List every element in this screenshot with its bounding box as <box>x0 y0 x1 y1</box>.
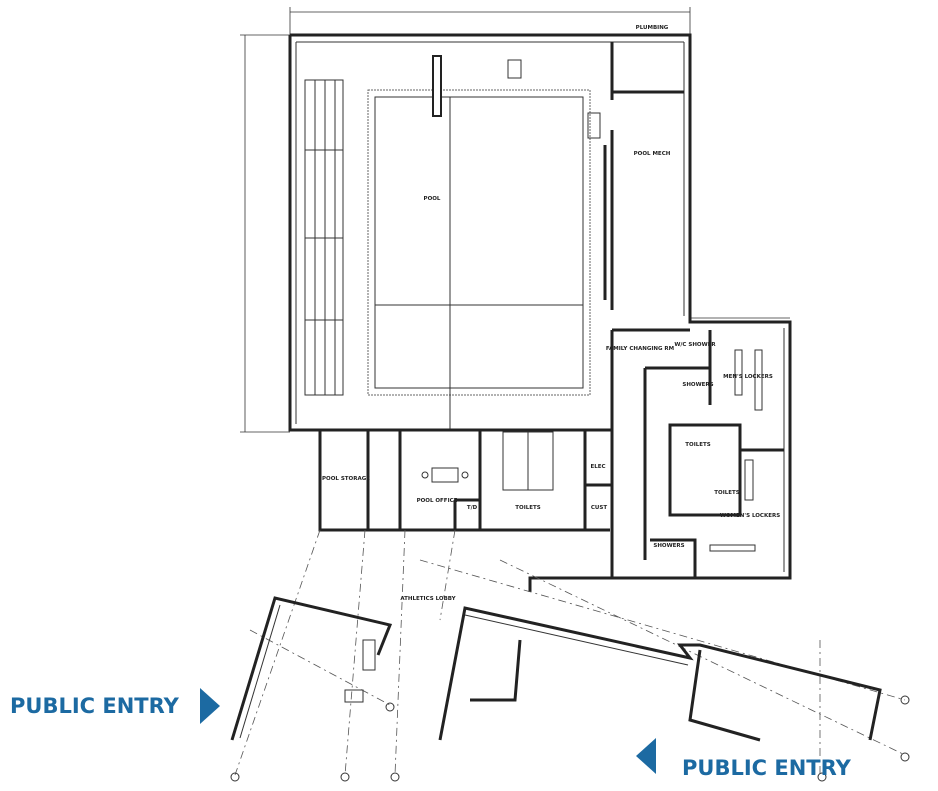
room-family-changing: FAMILY CHANGING RM <box>606 346 674 352</box>
room-pool: POOL <box>424 196 441 202</box>
lower-wing-walls <box>230 596 882 742</box>
public-entry-label-left: PUBLIC ENTRY <box>10 694 179 718</box>
room-toilets-men: TOILETS <box>685 442 710 448</box>
room-cust: CUST <box>591 505 607 511</box>
public-entry-label-right: PUBLIC ENTRY <box>682 756 851 780</box>
dimension-lines <box>240 7 790 433</box>
room-pool-mech: POOL MECH <box>634 151 671 157</box>
room-showers-women: SHOWERS <box>653 543 684 549</box>
room-womens-lockers: WOMEN'S LOCKERS <box>720 513 780 519</box>
room-athletics-lobby: ATHLETICS LOBBY <box>400 596 456 602</box>
entry-arrow-left-icon <box>636 738 656 774</box>
grid-lines <box>230 529 910 782</box>
room-labels: POOL PLUMBING POOL MECH FAMILY CHANGING … <box>322 25 780 602</box>
room-plumbing: PLUMBING <box>636 25 669 31</box>
room-toilets-public: TOILETS <box>515 505 540 511</box>
conference-table <box>421 467 469 483</box>
room-td: T/D <box>467 505 478 511</box>
interior-walls <box>320 42 784 578</box>
room-pool-storage: POOL STORAGE <box>322 476 370 482</box>
bleachers <box>304 79 344 396</box>
pool-basin <box>367 55 601 430</box>
room-pool-office: POOL OFFICE <box>417 498 458 504</box>
room-mens-lockers: MEN'S LOCKERS <box>723 374 773 380</box>
room-toilets-women: TOILETS <box>714 490 739 496</box>
entry-arrow-right-icon <box>200 688 220 724</box>
room-elec: ELEC <box>590 464 605 470</box>
room-wc-shower: W/C SHOWER <box>674 342 716 348</box>
room-showers-men: SHOWERS <box>682 382 713 388</box>
lockers <box>709 349 763 552</box>
